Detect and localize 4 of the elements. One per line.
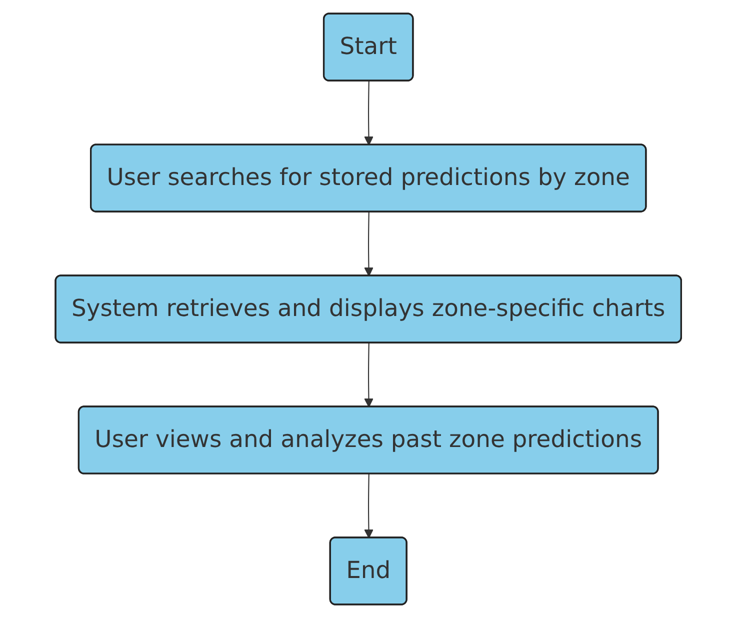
arrow xyxy=(364,474,374,538)
arrow xyxy=(364,81,374,146)
arrow xyxy=(364,343,374,408)
arrow xyxy=(364,212,374,276)
